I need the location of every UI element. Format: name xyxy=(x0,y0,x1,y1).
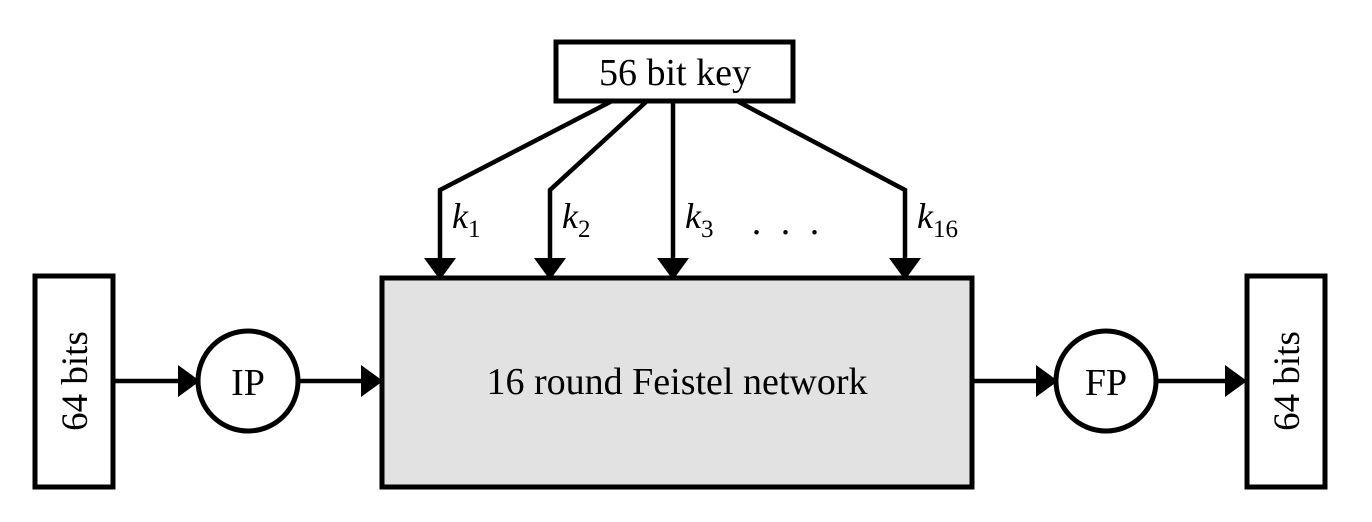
round-key-base-k3: k xyxy=(685,196,702,236)
fp-node-label: FP xyxy=(1085,362,1127,404)
arrow-head-k1-icon xyxy=(424,258,456,280)
round-key-label-k2: k2 xyxy=(562,196,590,243)
round-key-base-k1: k xyxy=(452,196,469,236)
feistel-network-rect xyxy=(379,275,975,490)
key-box[interactable]: 56 bit key xyxy=(553,39,796,104)
fp-node[interactable]: FP xyxy=(1053,328,1159,434)
output-box-rect xyxy=(1244,273,1328,490)
output-box[interactable]: 64 bits xyxy=(1244,273,1328,490)
ip-node[interactable]: IP xyxy=(195,328,301,434)
round-key-subscript-k2: 2 xyxy=(578,216,591,243)
round-key-label-k16: k16 xyxy=(917,196,958,243)
feistel-network-label: 16 round Feistel network xyxy=(486,361,867,403)
round-key-label-k3: k3 xyxy=(685,196,713,243)
arrow-head-fp-to-output-icon xyxy=(1225,365,1247,397)
round-key-arrowheads xyxy=(424,258,921,280)
feistel-network-box[interactable]: 16 round Feistel network xyxy=(379,275,975,490)
input-box-rect xyxy=(32,273,116,490)
output-box-label: 64 bits xyxy=(1267,331,1308,431)
round-key-labels: k1 k2 k3 k16 . . . xyxy=(452,196,958,243)
key-connector-k1 xyxy=(437,99,614,262)
key-connector-k2 xyxy=(547,99,649,262)
round-key-base-k2: k xyxy=(562,196,579,236)
round-key-base-k16: k xyxy=(917,196,934,236)
round-key-subscript-k16: 16 xyxy=(933,216,958,243)
key-connector-k16 xyxy=(735,99,908,262)
arrow-head-k3-icon xyxy=(657,258,689,280)
ip-node-circle xyxy=(195,328,301,434)
round-key-connector-group xyxy=(437,99,908,262)
arrow-head-feistel-to-fp-icon xyxy=(1036,365,1058,397)
input-box[interactable]: 64 bits xyxy=(32,273,116,490)
arrow-head-ip-to-feistel-icon xyxy=(361,365,383,397)
round-key-subscript-k3: 3 xyxy=(701,216,714,243)
key-box-rect xyxy=(553,39,796,104)
arrow-head-k16-icon xyxy=(889,258,921,280)
arrow-head-k2-icon xyxy=(534,258,566,280)
fp-node-circle xyxy=(1053,328,1159,434)
round-key-label-k1: k1 xyxy=(452,196,480,243)
data-path-connector-group xyxy=(113,365,1247,397)
key-box-label: 56 bit key xyxy=(599,52,751,94)
input-box-label: 64 bits xyxy=(55,331,96,431)
round-key-ellipsis: . . . xyxy=(752,201,825,243)
round-key-subscript-k1: 1 xyxy=(468,216,481,243)
arrow-head-input-to-ip-icon xyxy=(178,365,200,397)
ip-node-label: IP xyxy=(231,362,265,404)
